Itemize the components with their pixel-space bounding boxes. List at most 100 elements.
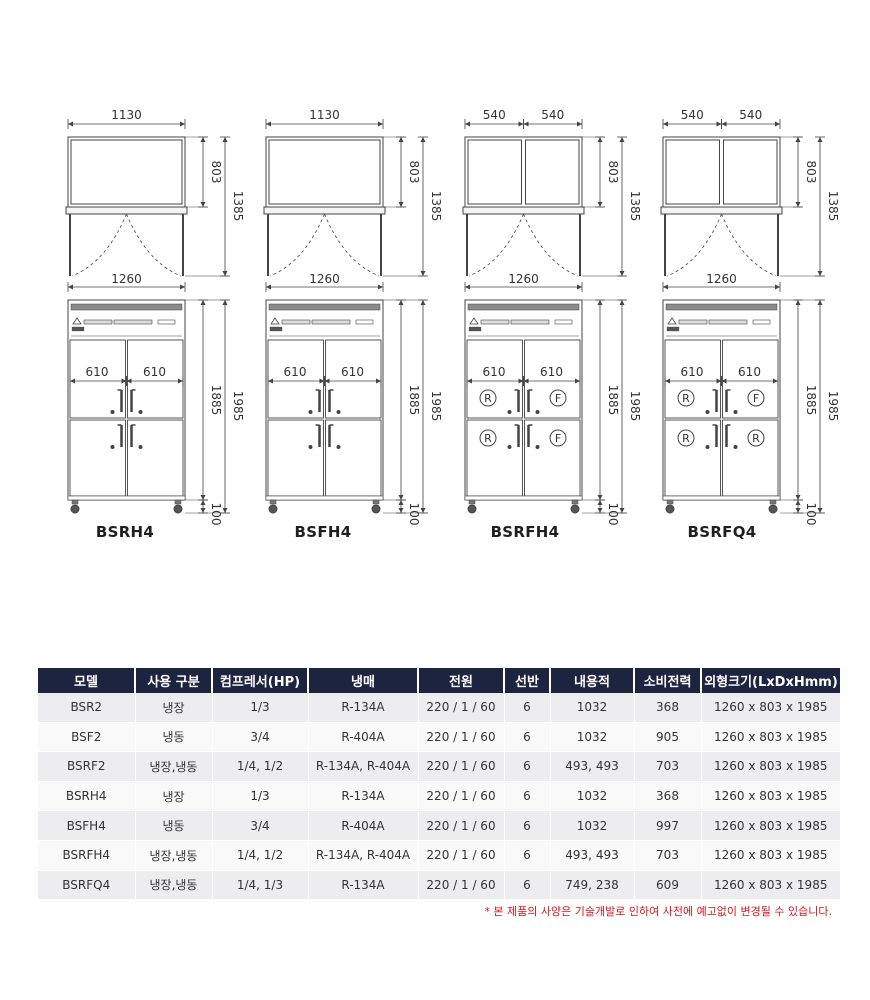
dimension-label: 610	[483, 365, 506, 379]
dimension-label: 1260	[309, 272, 340, 286]
dimension-label: 100	[209, 503, 223, 526]
lock-icon	[138, 410, 143, 414]
lock-icon	[336, 410, 341, 414]
spec-header-cell: 선반	[504, 668, 551, 693]
table-cell: 905	[634, 722, 702, 753]
table-cell: 6	[504, 751, 551, 782]
table-cell: 997	[634, 810, 702, 841]
door-badge-icon	[677, 429, 695, 447]
table-cell: 1/3	[212, 693, 309, 723]
lock-icon	[138, 445, 143, 449]
table-cell: 609	[634, 870, 702, 901]
table-cell: 6	[504, 810, 551, 841]
door-badge-icon	[479, 389, 497, 407]
dimension-label: 1130	[111, 108, 142, 122]
caster-icon	[467, 504, 477, 514]
table-cell: 냉장	[135, 693, 213, 723]
disclaimer-note: * 본 제품의 사양은 기술개발로 인하여 사전에 예고없이 변경될 수 있습니…	[484, 905, 832, 918]
door-badge-label: R	[682, 392, 690, 405]
table-cell: 368	[634, 781, 702, 812]
spec-header-cell: 소비전력	[634, 668, 702, 693]
table-cell: 3/4	[212, 722, 309, 753]
lock-icon	[308, 445, 313, 449]
dimension-label: 1985	[628, 391, 642, 422]
spec-header-cell: 사용 구분	[135, 668, 213, 693]
lock-icon	[507, 445, 512, 449]
table-cell: 냉동	[135, 722, 213, 753]
door-badge-icon	[677, 389, 695, 407]
table-cell: R-134A	[308, 781, 419, 812]
door-swing-arc	[721, 213, 777, 277]
lock-icon	[308, 410, 313, 414]
dimension-label: 1985	[429, 391, 443, 422]
table-cell: 220 / 1 / 60	[418, 840, 505, 871]
dimension-label: 803	[606, 161, 620, 184]
dimension-label: 610	[284, 365, 307, 379]
table-cell: 냉장	[135, 781, 213, 812]
table-cell: 1032	[550, 781, 635, 812]
table-cell: 1032	[550, 722, 635, 753]
table-cell: BSF2	[38, 722, 136, 753]
dimension-label: 1385	[826, 191, 840, 222]
table-cell: BSR2	[38, 693, 136, 723]
table-cell: R-134A, R-404A	[308, 751, 419, 782]
dimension-label: 803	[804, 161, 818, 184]
dimension-label: 1260	[111, 272, 142, 286]
door-badge-label: R	[752, 432, 760, 445]
door-badge-label: F	[555, 392, 561, 405]
model-label-bsrh4: BSRH4	[95, 523, 155, 541]
warning-icon	[270, 317, 280, 325]
warning-icon	[667, 317, 677, 325]
door-swing-arc	[71, 213, 127, 277]
table-cell: BSRH4	[38, 781, 136, 812]
dimension-label: 1885	[407, 385, 421, 416]
table-cell: 1260 x 803 x 1985	[701, 751, 840, 782]
door-badge-label: R	[484, 392, 492, 405]
dimension-label: 1385	[231, 191, 245, 222]
table-cell: 6	[504, 722, 551, 753]
model-label-bsrfq4: BSRFQ4	[687, 523, 757, 541]
dimension-label: 610	[681, 365, 704, 379]
table-cell: BSRFH4	[38, 840, 136, 871]
table-cell: 703	[634, 840, 702, 871]
table-cell: 1032	[550, 693, 635, 723]
table-cell: 493, 493	[550, 840, 635, 871]
table-cell: 1260 x 803 x 1985	[701, 722, 840, 753]
spec-header-cell: 냉매	[308, 668, 419, 693]
dimension-label: 540	[483, 108, 506, 122]
dimension-label: 1885	[804, 385, 818, 416]
table-cell: 220 / 1 / 60	[418, 751, 505, 782]
dimension-label: 1385	[628, 191, 642, 222]
table-cell: 703	[634, 751, 702, 782]
caster-icon	[768, 504, 778, 514]
table-cell: 1260 x 803 x 1985	[701, 840, 840, 871]
dimension-label: 540	[681, 108, 704, 122]
table-cell: 6	[504, 781, 551, 812]
lock-icon	[336, 445, 341, 449]
table-cell: R-134A	[308, 693, 419, 723]
table-cell: 6	[504, 693, 551, 723]
lock-icon	[110, 445, 115, 449]
door-badge-label: R	[682, 432, 690, 445]
table-cell: 493, 493	[550, 751, 635, 782]
door-swing-arc	[666, 213, 722, 277]
table-cell: 3/4	[212, 810, 309, 841]
lock-icon	[705, 410, 710, 414]
table-cell: 냉동	[135, 810, 213, 841]
table-cell: 220 / 1 / 60	[418, 722, 505, 753]
table-cell: 1260 x 803 x 1985	[701, 693, 840, 723]
